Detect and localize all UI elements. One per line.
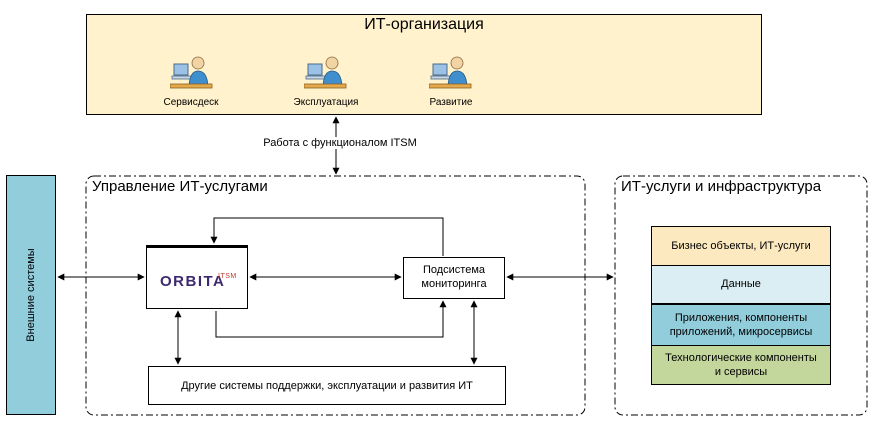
role-label-development: Развитие (429, 97, 473, 108)
layer-label-line-1: Приложения, компоненты (674, 311, 808, 324)
external-systems-label: Внешние системы (25, 248, 37, 342)
layer-business-objects: Бизнес объекты, ИТ-услуги (651, 226, 831, 266)
other-systems-label: Другие системы поддержки, эксплуатации и… (181, 379, 473, 392)
person-at-computer-icon (429, 56, 472, 89)
monitoring-label-line-1: Подсистема (422, 264, 486, 277)
person-at-computer-icon (170, 56, 213, 89)
itsm-zone-title: Управление ИТ-услугами (92, 178, 268, 195)
connector-loop-top (210, 217, 444, 256)
layer-data: Данные (651, 265, 831, 304)
external-systems-box: Внешние системы (6, 175, 56, 415)
layer-technology: Технологические компоненты и сервисы (651, 345, 831, 385)
infra-zone-title: ИТ-услуги и инфраструктура (621, 178, 822, 195)
layer-label-line-2: и сервисы (714, 366, 768, 378)
orbita-itsm-box: ORBITA ITSM (146, 245, 248, 309)
layer-label: Данные (721, 278, 761, 291)
person-at-computer-icon (304, 56, 347, 89)
layer-label-line-2: приложений, микросервисы (669, 326, 813, 338)
orbita-logo-text: ORBITA (160, 273, 226, 290)
connector-loop-bottom (215, 300, 447, 338)
other-systems-box: Другие системы поддержки, эксплуатации и… (148, 366, 506, 405)
monitoring-subsystem-box: Подсистема мониторинга (403, 257, 505, 299)
monitoring-label-line-2: мониторинга (421, 278, 487, 290)
layer-label: Бизнес объекты, ИТ-услуги (671, 239, 811, 252)
role-label-servicedesk: Сервисдеск (163, 97, 219, 108)
role-label-operations: Эксплуатация (293, 97, 359, 108)
layer-label-line-1: Технологические компоненты (665, 351, 817, 364)
it-organization-title: ИТ-организация (364, 16, 484, 33)
itsm-zone-border (85, 175, 586, 416)
orbita-logo-suffix: ITSM (218, 273, 237, 280)
layer-applications: Приложения, компоненты приложений, микро… (651, 304, 831, 346)
connection-label: Работа с функционалом ITSM (240, 137, 440, 149)
infra-zone-border (614, 175, 868, 416)
